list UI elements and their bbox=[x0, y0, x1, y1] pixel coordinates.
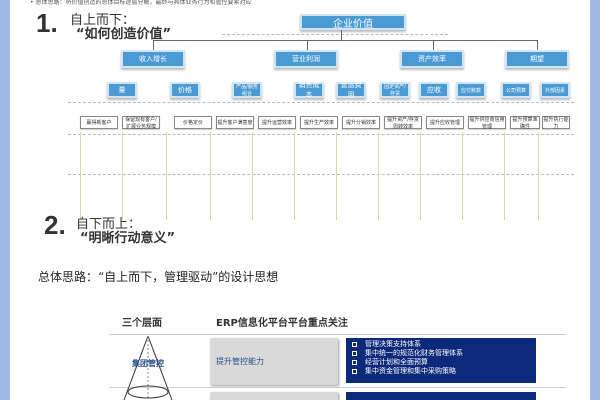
section2-subtitle: “明晰行动意义” bbox=[80, 231, 176, 246]
tree-level3-node: 提升资产/存货周转效率 bbox=[384, 116, 422, 130]
tree-level3-node: 保留现有客户/扩展业务规模 bbox=[122, 116, 160, 130]
detail-column bbox=[462, 132, 463, 220]
section2-title: 自下而上： bbox=[76, 217, 142, 232]
tree-level2-node: 外部因素 bbox=[540, 82, 570, 98]
tree-level3-node: 提升执行能力 bbox=[542, 116, 570, 130]
detail-column bbox=[80, 132, 81, 220]
tree-level2-node: 公司预算 bbox=[501, 82, 531, 98]
section1-subtitle: “如何创造价值” bbox=[76, 27, 172, 42]
tree-level2-node: 产品/服务组合 bbox=[232, 82, 262, 98]
detail-column bbox=[378, 132, 379, 220]
detail-column bbox=[420, 132, 421, 220]
checkbox-icon bbox=[352, 359, 357, 365]
dashed-divider bbox=[68, 134, 574, 135]
top-note: • 总体思路：将价值创造的总体目标逐层分解，最终与具体业务行为和管控要素对应 bbox=[30, 0, 252, 5]
tree-level3-node: 提升供应商信用管理 bbox=[468, 116, 506, 130]
connector bbox=[537, 40, 538, 50]
design-principle: 总体思路：“自上而下，管理驱动”的设计思想 bbox=[38, 270, 279, 284]
detail-column bbox=[210, 132, 211, 220]
focus-item: 管理决策支持体系 bbox=[352, 340, 530, 349]
tree-level3-node: 提升应收管理 bbox=[426, 116, 464, 129]
checkbox-icon bbox=[352, 368, 357, 374]
focus-item: 集中统一的规范化财务管理体系 bbox=[352, 349, 530, 358]
tree-level1-node: 营业利润 bbox=[274, 50, 338, 68]
detail-column bbox=[166, 132, 167, 220]
tree-level2-node: 销售成本 bbox=[294, 81, 324, 99]
tree-level3-node: 提升生产效率 bbox=[300, 116, 338, 129]
connector bbox=[153, 40, 537, 41]
tree-level1-node: 资产效率 bbox=[400, 50, 464, 68]
tree-level3-node: 赢得新客户 bbox=[80, 116, 118, 129]
tree-level3-node: 提升运营效率 bbox=[258, 116, 296, 129]
tree-level1-node: 收入增长 bbox=[121, 50, 185, 68]
table-divider bbox=[110, 334, 566, 335]
table-header-levels: 三个层面 bbox=[122, 318, 162, 329]
tree-level2-node: 量 bbox=[107, 82, 137, 98]
checkbox-icon bbox=[352, 341, 357, 347]
tree-level1-node: 期望 bbox=[505, 50, 569, 68]
focus-box bbox=[210, 392, 338, 400]
tree-level2-node: 固定资产/存货 bbox=[380, 82, 410, 98]
tree-level2-node: 应付账款 bbox=[456, 82, 486, 98]
detail-column bbox=[122, 132, 123, 220]
tree-level2-node: 价格 bbox=[170, 82, 200, 98]
connector bbox=[307, 40, 308, 50]
table-divider bbox=[110, 387, 566, 388]
detail-column bbox=[504, 132, 505, 220]
detail-column bbox=[538, 132, 539, 220]
focus-items-list: 管理决策支持体系 集中统一的规范化财务管理体系 经营计划和全面预算 集中资金管理… bbox=[346, 338, 536, 383]
left-border bbox=[0, 0, 10, 400]
focus-items-list bbox=[346, 392, 536, 400]
connector bbox=[433, 40, 434, 50]
dashed-divider bbox=[68, 174, 574, 175]
level-label: 集团管控 bbox=[132, 359, 164, 368]
section2-number: 2. bbox=[44, 210, 66, 240]
tree-level3-node: 提升预算准确性 bbox=[510, 116, 540, 130]
section1-title: 自上而下： bbox=[70, 13, 136, 28]
focus-item: 经营计划和全面预算 bbox=[352, 358, 530, 367]
connector bbox=[153, 40, 154, 50]
detail-column bbox=[252, 132, 253, 220]
dashed-divider bbox=[68, 102, 574, 103]
tree-level3-node: 提升分销效率 bbox=[342, 116, 380, 129]
tree-level2-node: 应收 bbox=[419, 82, 449, 98]
tree-level2-node: 营运费用 bbox=[336, 81, 366, 99]
section1-number: 1. bbox=[36, 8, 58, 38]
tree-level3-node: 价格定价 bbox=[174, 116, 212, 129]
focus-item: 集中资金管理和集中采购策略 bbox=[352, 367, 530, 376]
checkbox-icon bbox=[352, 350, 357, 356]
cone-icon bbox=[123, 336, 173, 400]
tree-root-node: 企业价值 bbox=[300, 14, 406, 30]
focus-box: 提升管控能力 bbox=[210, 338, 338, 385]
tree-level3-node: 提升客户满意度 bbox=[216, 116, 254, 129]
detail-column bbox=[294, 132, 295, 220]
connector bbox=[341, 30, 342, 40]
right-border bbox=[590, 0, 600, 400]
table-header-focus: ERP信息化平台平台重点关注 bbox=[216, 318, 348, 329]
dashed-divider bbox=[222, 34, 448, 35]
detail-column bbox=[336, 132, 337, 220]
